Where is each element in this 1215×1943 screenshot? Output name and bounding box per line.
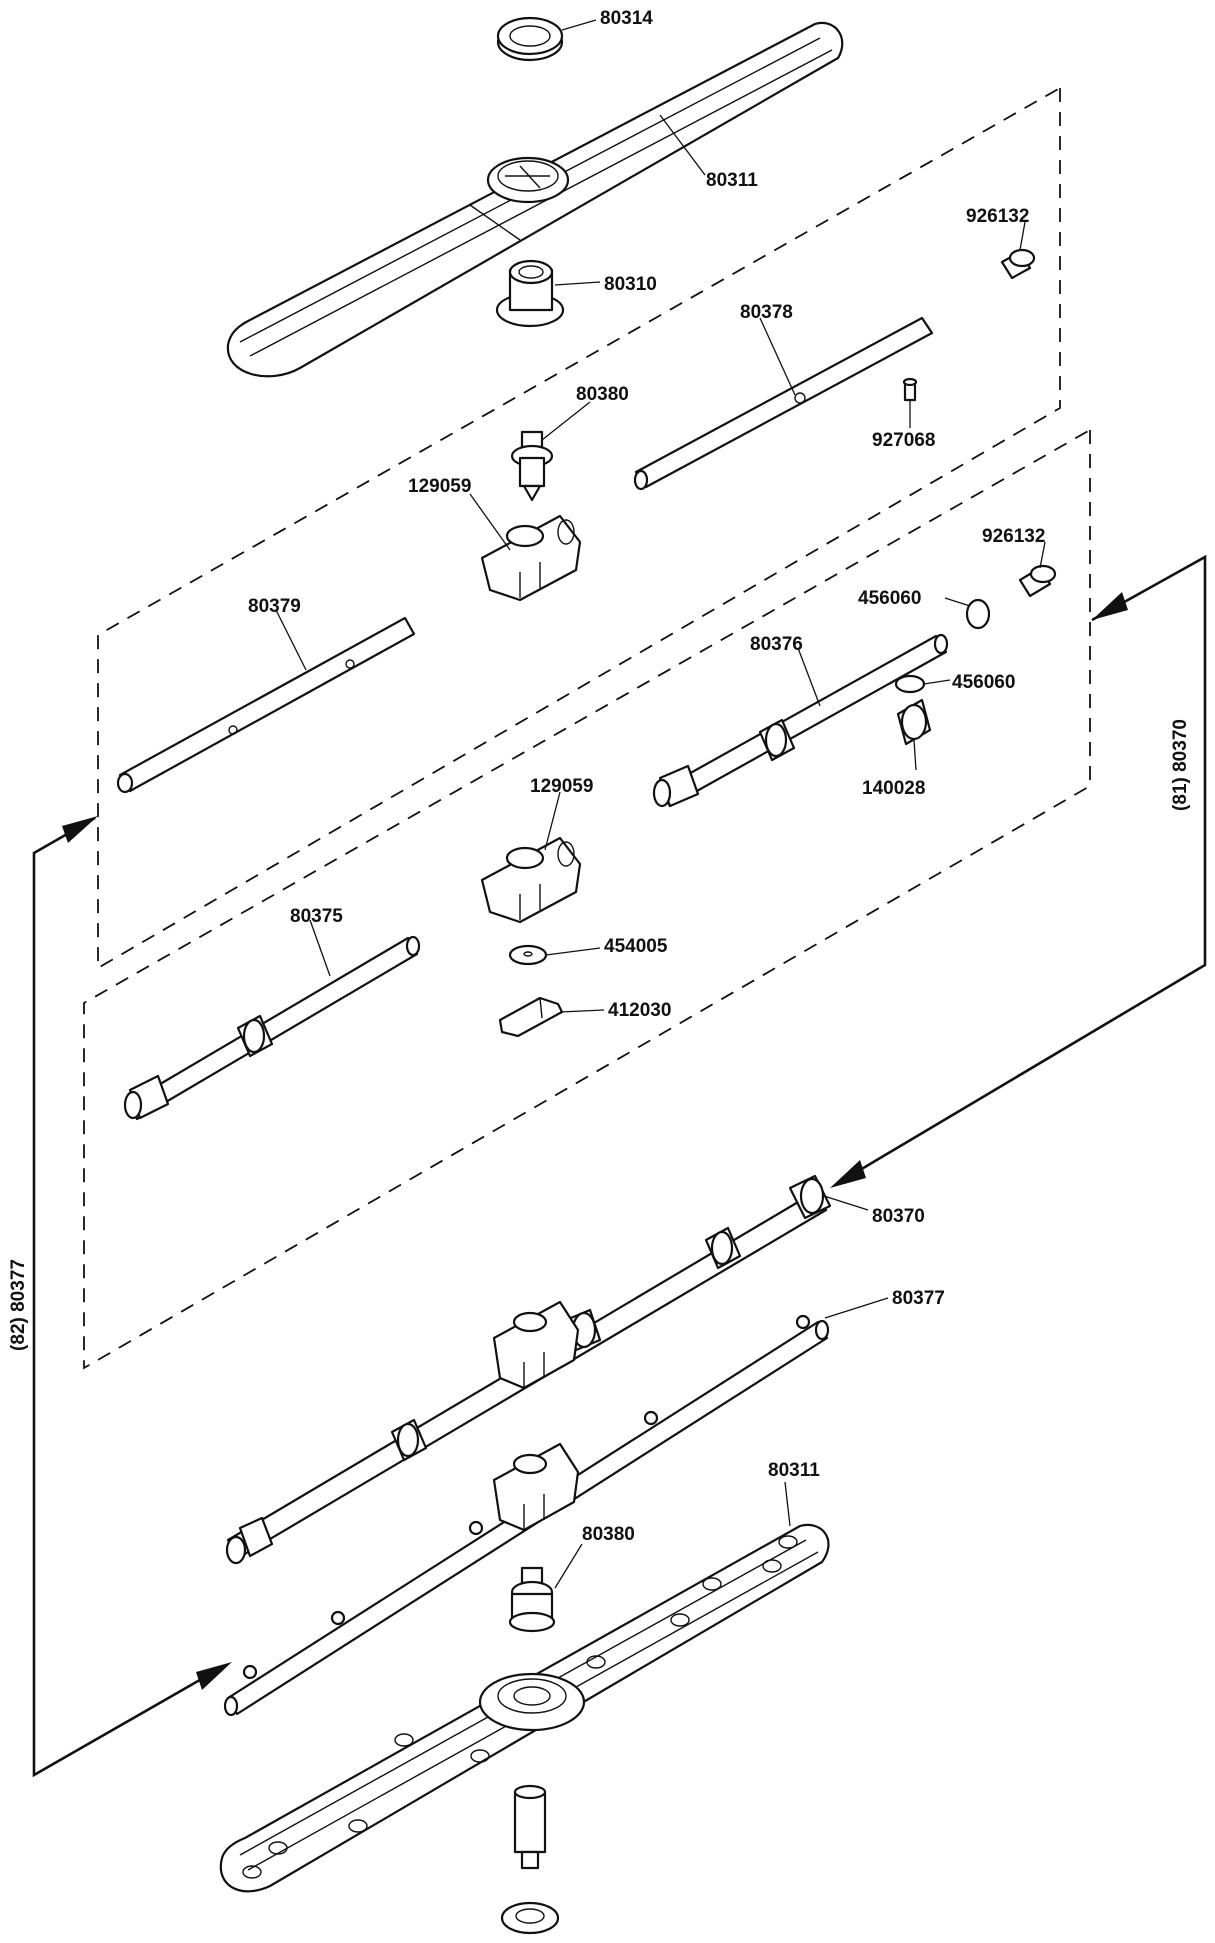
spray-arm-hub [495,259,565,328]
callout-80376: 80376 [750,634,803,655]
washer-454005 [508,944,548,966]
upper-spray-arm [226,21,844,378]
lower-shaft [513,1784,547,1870]
flow-arrow-right [830,554,1207,1188]
tube-assembly-80370 [225,1174,832,1565]
lower-bearing [508,1566,556,1633]
flow-arrow-left [32,816,232,1778]
callout-454005: 454005 [604,936,668,957]
tube-80375 [123,935,421,1121]
callout-927068: 927068 [872,430,935,451]
callout-456060-a: 456060 [858,588,921,609]
nozzle-mid [1018,564,1057,598]
tube-80379 [116,616,416,794]
callout-140028: 140028 [862,778,925,799]
side-label-right: (81) 80370 [1170,719,1191,811]
callout-129059-mid: 129059 [530,776,593,797]
middle-junction [480,836,582,924]
side-label-left: (82) 80377 [8,1259,29,1351]
callout-456060-b: 456060 [952,672,1015,693]
bracket-412030 [498,996,564,1038]
callout-80378: 80378 [740,302,793,323]
side-label-right-group: (81) 80370 [1170,719,1191,811]
bottom-nut [500,1901,560,1935]
callout-129059-top: 129059 [408,476,471,497]
ring-nut [496,16,564,62]
callout-80311-bottom: 80311 [768,1460,820,1481]
side-label-left-group: (82) 80377 [8,1259,29,1351]
callout-80375: 80375 [290,906,343,927]
pin-927068 [902,377,918,402]
callout-80379: 80379 [248,596,301,617]
callout-926132-mid: 926132 [982,526,1045,547]
callout-412030: 412030 [608,1000,671,1021]
callout-80314: 80314 [600,8,653,29]
upper-junction [480,514,582,602]
callout-80311-top: 80311 [706,170,758,191]
callout-80380-bottom: 80380 [582,1524,635,1545]
dashed-assembly-boundaries [83,86,1091,1370]
callout-80370: 80370 [872,1206,925,1227]
callout-80380-top: 80380 [576,384,629,405]
lower-spray-arm [219,1523,830,1893]
tube-80378 [633,316,934,491]
callout-labels: 80314 80311 926132 80310 80378 80380 927… [248,8,1045,1545]
clip-140028 [896,698,932,746]
callout-80310: 80310 [604,274,657,295]
leader-lines [275,19,1046,1589]
callout-926132-top: 926132 [966,206,1029,227]
nozzle-top [1000,248,1036,280]
callout-80377: 80377 [892,1288,945,1309]
upper-bearing [510,430,554,502]
tube-80376 [652,633,949,808]
o-ring-a [965,598,991,630]
tube-assembly-80377 [223,1314,830,1717]
